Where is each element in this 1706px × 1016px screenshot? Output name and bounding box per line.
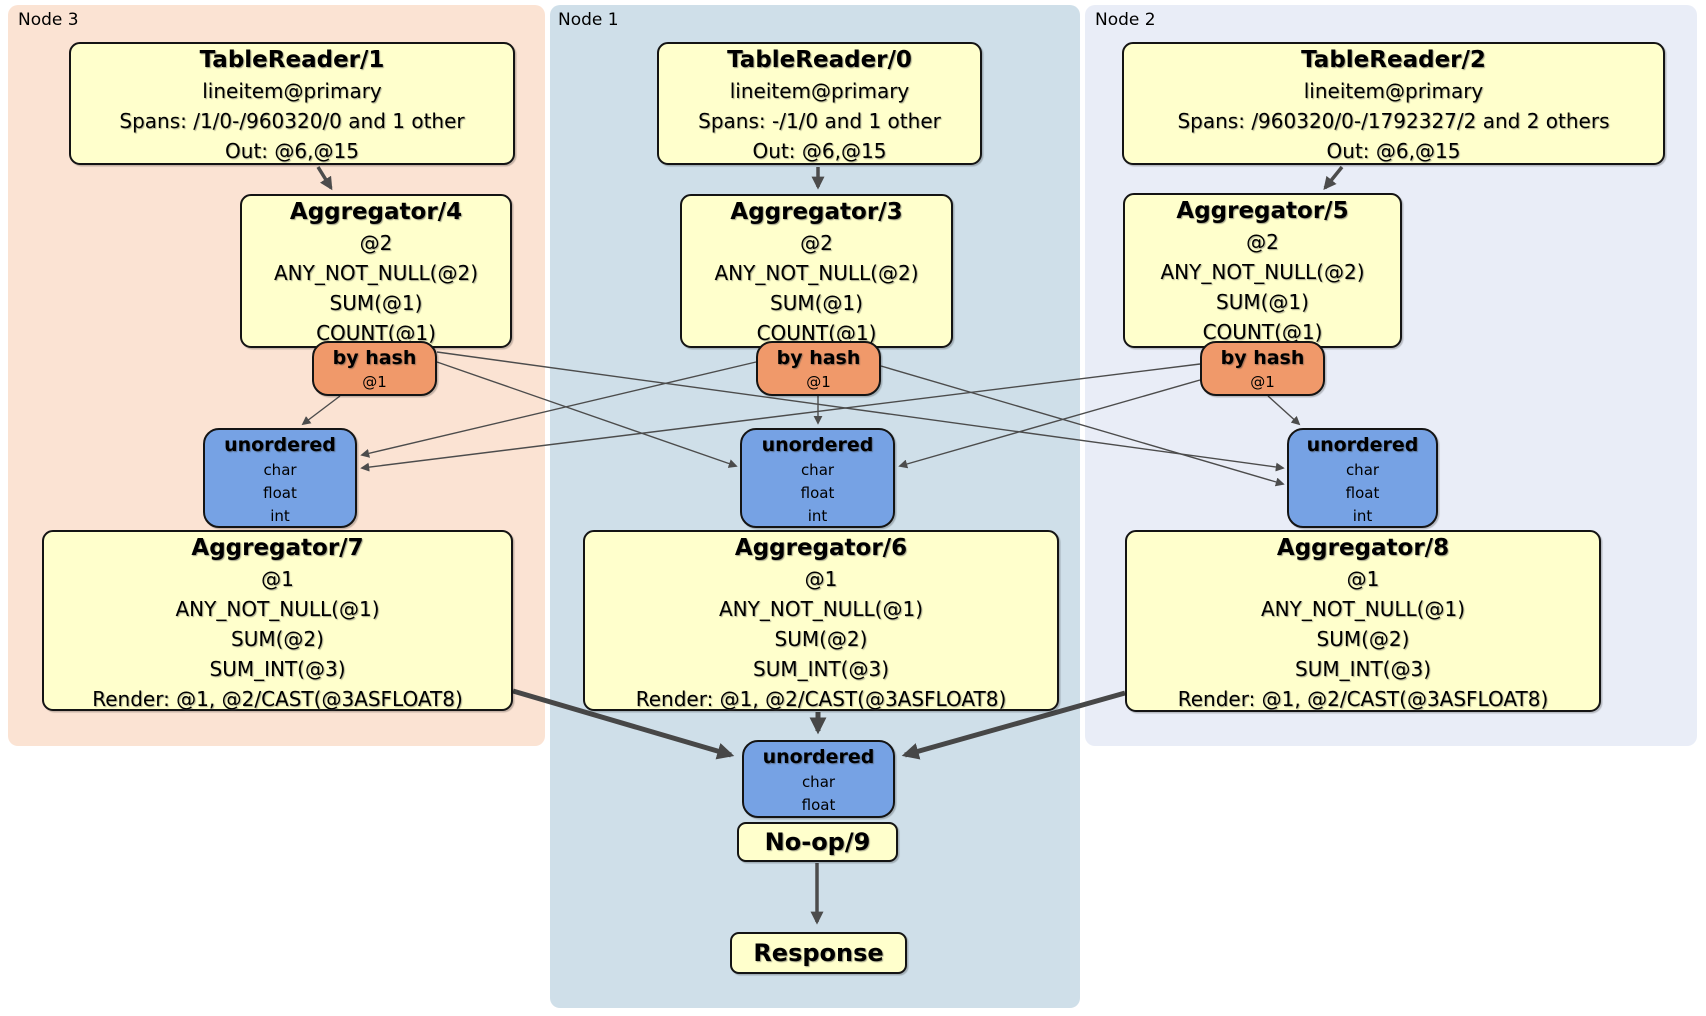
processor-title: Aggregator/6 [734,535,908,561]
processor-noop-9: No-op/9 [737,822,898,862]
sync-column: float [263,484,297,502]
sync-unordered-left: unordered char float int [203,428,357,528]
processor-title: Aggregator/5 [1176,198,1349,224]
sync-column: char [263,461,297,479]
node1-label: Node 1 [558,10,619,30]
processor-detail: ANY_NOT_NULL(@1) [1261,597,1465,621]
processor-detail: ANY_NOT_NULL(@1) [719,597,923,621]
processor-detail: SUM_INT(@3) [753,657,889,681]
processor-detail: @1 [804,567,838,591]
sync-column: float [800,484,835,502]
sync-column: float [801,796,836,814]
processor-detail: SUM(@2) [1316,627,1410,651]
sync-title: unordered [224,434,336,456]
processor-aggregator-3: Aggregator/3 @2 ANY_NOT_NULL(@2) SUM(@1)… [680,194,953,348]
processor-title: Aggregator/3 [730,199,903,225]
processor-detail: @1 [261,567,294,591]
response-node: Response [730,932,907,974]
router-title: by hash [332,347,417,369]
router-by-hash-left: by hash @1 [312,341,437,396]
processor-detail: SUM_INT(@3) [209,657,346,681]
processor-detail: SUM(@1) [1216,290,1309,314]
router-title: by hash [1220,347,1305,369]
processor-detail: Out: @6,@15 [1326,139,1461,163]
sync-column: int [270,507,290,525]
processor-detail: Out: @6,@15 [752,139,887,163]
sync-column: char [800,461,835,479]
processor-detail: Spans: /960320/0-/1792327/2 and 2 others [1177,109,1610,133]
router-key: @1 [806,373,831,391]
processor-title: Aggregator/8 [1276,535,1450,561]
processor-aggregator-6: Aggregator/6 @1 ANY_NOT_NULL(@1) SUM(@2)… [583,530,1059,711]
processor-detail: SUM(@1) [770,291,863,315]
processor-detail: @1 [1346,567,1380,591]
processor-aggregator-4: Aggregator/4 @2 ANY_NOT_NULL(@2) SUM(@1)… [240,194,512,348]
processor-detail: SUM(@1) [329,291,423,315]
router-by-hash-center: by hash @1 [756,341,881,396]
processor-detail: SUM_INT(@3) [1295,657,1431,681]
processor-detail: lineitem@primary [202,79,382,103]
processor-title: TableReader/2 [1301,47,1486,73]
processor-detail: Spans: /1/0-/960320/0 and 1 other [119,109,465,133]
processor-detail: @2 [1246,230,1279,254]
processor-detail: ANY_NOT_NULL(@2) [714,261,919,285]
processor-title: Aggregator/4 [289,199,463,225]
processor-detail: ANY_NOT_NULL(@2) [274,261,478,285]
sync-column: int [1352,507,1373,525]
processor-aggregator-5: Aggregator/5 @2 ANY_NOT_NULL(@2) SUM(@1)… [1123,193,1402,348]
sync-column: char [1345,461,1380,479]
processor-detail: lineitem@primary [729,79,910,103]
processor-title: TableReader/0 [727,47,912,73]
processor-detail: Render: @1, @2/CAST(@3ASFLOAT8) [92,687,463,711]
sync-unordered-right: unordered char float int [1287,428,1438,528]
sync-title: unordered [761,434,874,456]
processor-title: TableReader/1 [199,47,385,73]
processor-aggregator-7: Aggregator/7 @1 ANY_NOT_NULL(@1) SUM(@2)… [42,530,513,711]
sync-title: unordered [1306,434,1419,456]
sync-column: int [807,507,828,525]
processor-detail: Spans: -/1/0 and 1 other [698,109,941,133]
processor-tablereader-0: TableReader/0 lineitem@primary Spans: -/… [657,42,982,165]
sync-title: unordered [762,746,875,768]
processor-tablereader-1: TableReader/1 lineitem@primary Spans: /1… [69,42,515,165]
sync-unordered-final: unordered char float [742,740,895,818]
processor-title: Aggregator/7 [191,535,364,561]
node3-label: Node 3 [18,10,79,30]
sync-column: float [1345,484,1380,502]
processor-detail: SUM(@2) [774,627,868,651]
processor-detail: lineitem@primary [1303,79,1484,103]
processor-detail: @2 [800,231,833,255]
node2-label: Node 2 [1095,10,1156,30]
sync-column: char [801,773,836,791]
processor-tablereader-2: TableReader/2 lineitem@primary Spans: /9… [1122,42,1665,165]
processor-detail: ANY_NOT_NULL(@1) [175,597,380,621]
processor-detail: COUNT(@1) [1202,320,1323,344]
processor-detail: Render: @1, @2/CAST(@3ASFLOAT8) [635,687,1007,711]
router-key: @1 [1250,373,1275,391]
processor-detail: ANY_NOT_NULL(@2) [1160,260,1365,284]
processor-detail: Out: @6,@15 [225,139,359,163]
processor-detail: @2 [359,231,393,255]
router-by-hash-right: by hash @1 [1200,341,1325,396]
processor-detail: SUM(@2) [231,627,324,651]
processor-aggregator-8: Aggregator/8 @1 ANY_NOT_NULL(@1) SUM(@2)… [1125,530,1601,712]
router-title: by hash [776,347,861,369]
processor-detail: Render: @1, @2/CAST(@3ASFLOAT8) [1177,687,1549,711]
sync-unordered-center: unordered char float int [740,428,895,528]
router-key: @1 [362,373,387,391]
